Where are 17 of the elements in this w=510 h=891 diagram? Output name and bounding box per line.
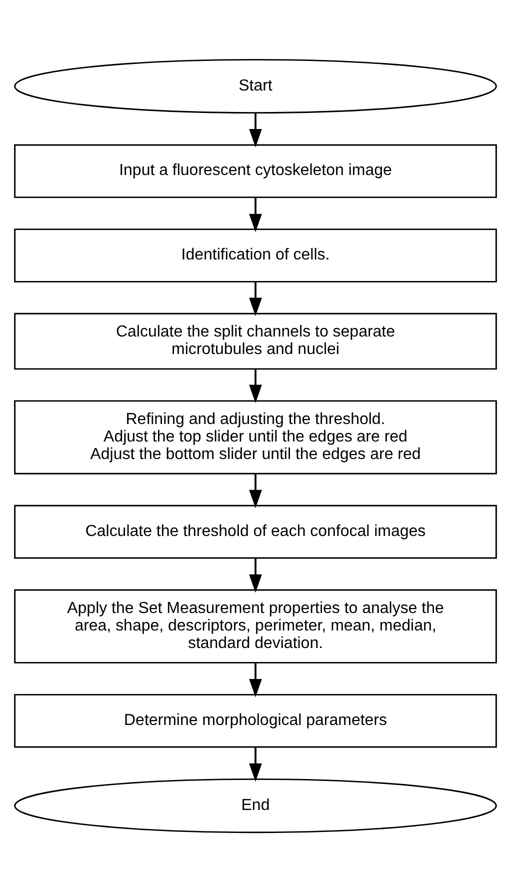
node-box: Calculate the split channels to separate microtubules and nuclei — [14, 312, 496, 370]
arrow — [248, 558, 262, 592]
arrow — [248, 281, 262, 316]
arrow — [248, 662, 262, 697]
node-box: Identification of cells. — [14, 228, 496, 282]
arrow — [248, 746, 262, 782]
arrow — [248, 112, 262, 147]
arrow — [248, 473, 262, 508]
node-box: Apply the Set Measurement properties to analyse the area, shape, descriptors, perimeter, mean, median, standard deviation. — [14, 588, 496, 663]
node-ellipse: Start — [14, 58, 496, 114]
node-box: Refining and adjusting the threshold. Adjust the top slider until the edges are red Adjust the bottom slider until the edges are red — [14, 400, 496, 474]
arrow — [248, 196, 262, 232]
node-ellipse: End — [14, 778, 496, 833]
node-box: Calculate the threshold of each confocal images — [14, 504, 496, 558]
arrow — [248, 368, 262, 403]
node-box: Determine morphological parameters — [14, 693, 496, 748]
node-box: Input a fluorescent cytoskeleton image — [14, 144, 496, 198]
